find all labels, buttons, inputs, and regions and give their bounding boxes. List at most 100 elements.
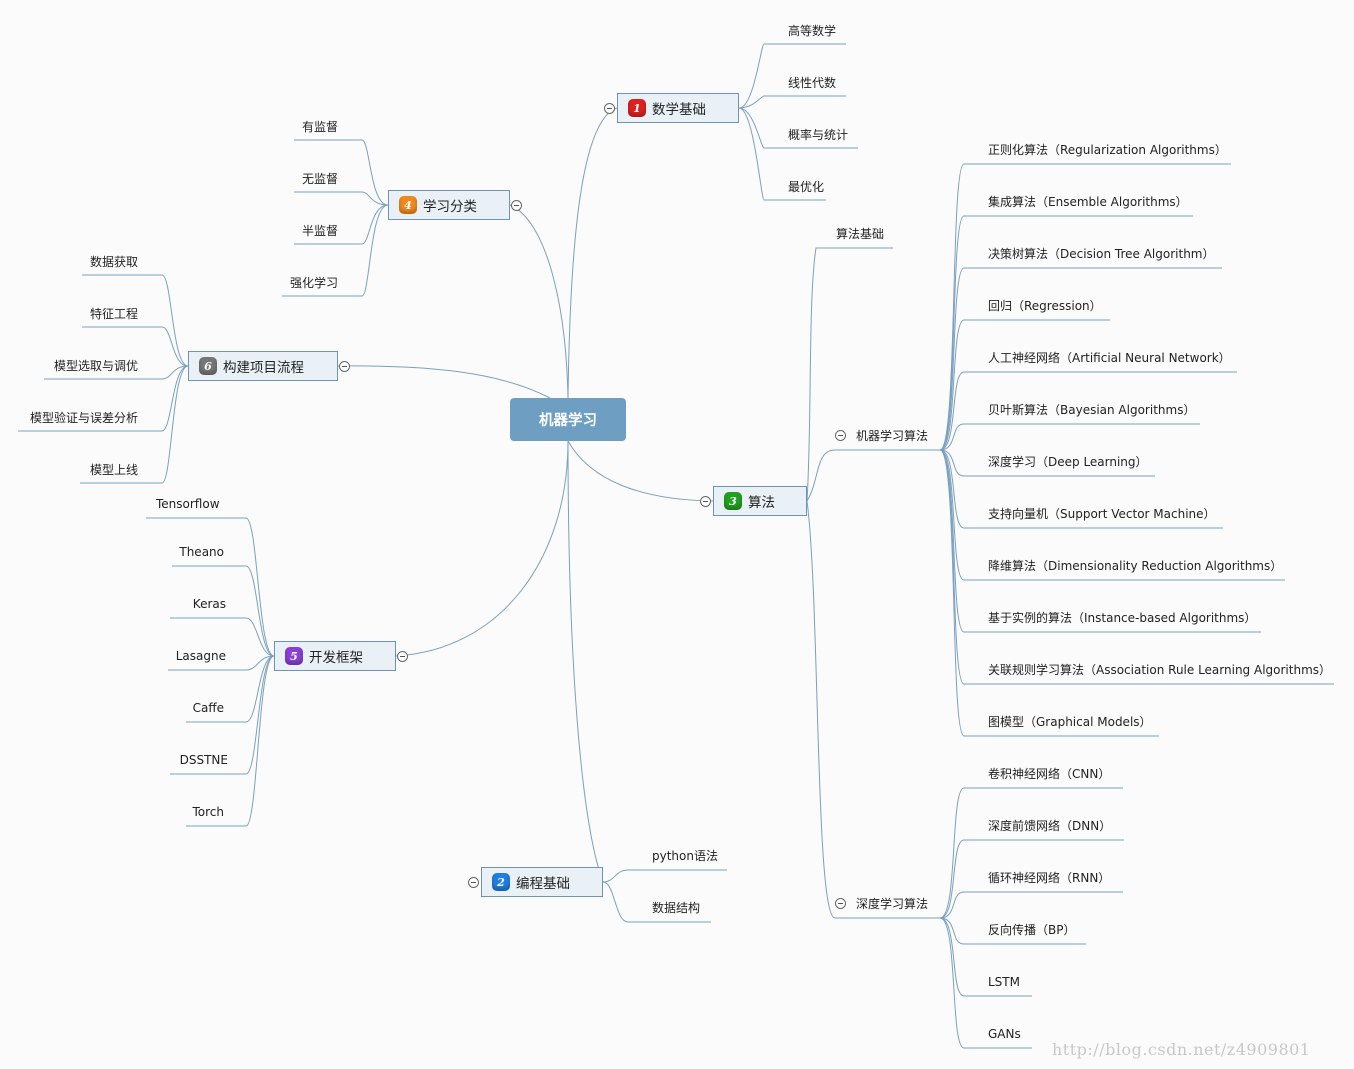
connector-root-programming [567,440,604,883]
number-3-icon: 3 [724,492,742,510]
connector-ml-9 [939,449,1261,633]
leaf-algo-basics[interactable]: 算法基础 [836,227,885,241]
number-2-icon: 2 [492,873,510,891]
topic-math[interactable]: 1 数学基础 [617,93,739,123]
leaf-pipeline-4[interactable]: 模型上线 [89,463,138,477]
connector-pipeline-1 [82,326,189,367]
collapse-dl-icon[interactable] [835,898,846,909]
leaf-math-3[interactable]: 最优化 [788,180,825,194]
topic-math-label: 数学基础 [652,102,706,118]
connector-math-1 [738,95,846,109]
connector-algo-ml [806,449,940,502]
collapse-math-icon[interactable] [604,103,615,114]
topic-frameworks[interactable]: 5 开发框架 [274,641,396,671]
leaf-ml-9[interactable]: 基于实例的算法（Instance-based Algorithms） [988,611,1257,625]
connector-root-pipeline [337,365,551,399]
leaf-frameworks-0[interactable]: Tensorflow [156,497,220,511]
leaf-ml-3[interactable]: 回归（Regression） [988,299,1102,313]
connector-dl-3 [939,917,1086,945]
leaf-programming-0[interactable]: python语法 [652,849,718,863]
connector-pipeline-3 [18,365,189,432]
connector-frameworks-4 [186,655,275,723]
connector-ml-6 [939,449,1155,477]
leaf-frameworks-1[interactable]: Theano [179,545,224,559]
leaf-frameworks-6[interactable]: Torch [192,805,224,819]
leaf-dl-3[interactable]: 反向传播（BP） [988,923,1076,937]
leaf-pipeline-0[interactable]: 数据获取 [89,255,138,269]
topic-pipeline-label: 构建项目流程 [223,360,304,376]
topic-algorithms[interactable]: 3 算法 [713,486,807,516]
leaf-programming-1[interactable]: 数据结构 [652,901,701,915]
connector-dl-0 [939,787,1123,919]
collapse-frameworks-icon[interactable] [397,651,408,662]
number-5-icon: 5 [285,647,303,665]
leaf-ml-10[interactable]: 关联规则学习算法（Association Rule Learning Algor… [988,663,1332,677]
connector-math-0 [738,43,846,109]
leaf-frameworks-4[interactable]: Caffe [192,701,224,715]
connector-dl-5 [939,917,1032,1049]
leaf-learning-2[interactable]: 半监督 [301,224,338,238]
connector-algo-dl [806,500,940,919]
connector-frameworks-0 [146,517,275,657]
connector-algo-basics [806,247,893,502]
collapse-programming-icon[interactable] [468,877,479,888]
connector-learning-0 [294,139,389,206]
connector-frameworks-5 [170,655,275,775]
connector-frameworks-6 [186,655,275,827]
leaf-learning-1[interactable]: 无监督 [301,172,338,186]
watermark: http://blog.csdn.net/z4909801 [1052,1040,1311,1059]
topic-learning-label: 学习分类 [423,199,477,215]
leaf-pipeline-1[interactable]: 特征工程 [89,307,138,321]
leaf-ml-8[interactable]: 降维算法（Dimensionality Reduction Algorithms… [988,559,1283,573]
leaf-pipeline-3[interactable]: 模型验证与误差分析 [29,411,138,425]
connector-learning-2 [294,204,389,245]
leaf-ml-2[interactable]: 决策树算法（Decision Tree Algorithm） [988,247,1215,261]
leaf-frameworks-2[interactable]: Keras [192,597,226,611]
leaf-math-0[interactable]: 高等数学 [788,24,837,38]
connector-dl-4 [939,917,1032,997]
connector-ml-7 [939,449,1223,529]
topic-algorithms-label: 算法 [748,495,775,511]
topic-pipeline[interactable]: 6 构建项目流程 [188,351,338,381]
connector-programming-1 [602,881,711,923]
connector-learning-3 [282,204,389,297]
connector-ml-1 [939,215,1193,451]
connector-math-2 [738,107,858,149]
leaf-frameworks-3[interactable]: Lasagne [175,649,226,663]
leaf-pipeline-2[interactable]: 模型选取与调优 [53,359,138,373]
leaf-ml-0[interactable]: 正则化算法（Regularization Algorithms） [988,143,1227,157]
leaf-ml-4[interactable]: 人工神经网络（Artificial Neural Network） [988,351,1231,365]
collapse-pipeline-icon[interactable] [339,361,350,372]
topic-learning[interactable]: 4 学习分类 [388,190,510,220]
leaf-learning-0[interactable]: 有监督 [301,120,338,134]
number-1-icon: 1 [628,99,646,117]
connector-math-3 [738,107,826,201]
collapse-ml-icon[interactable] [835,430,846,441]
leaf-ml-11[interactable]: 图模型（Graphical Models） [988,715,1152,729]
leaf-math-2[interactable]: 概率与统计 [788,128,849,142]
leaf-ml-1[interactable]: 集成算法（Ensemble Algorithms） [988,195,1188,209]
leaf-ml-7[interactable]: 支持向量机（Support Vector Machine） [988,507,1216,521]
leaf-dl-5[interactable]: GANs [988,1027,1021,1041]
connector-frameworks-1 [172,565,275,657]
leaf-frameworks-5[interactable]: DSSTNE [179,753,228,767]
leaf-dl-1[interactable]: 深度前馈网络（DNN） [988,819,1112,833]
leaf-dl-0[interactable]: 卷积神经网络（CNN） [988,767,1111,781]
connector-dl-1 [939,839,1124,919]
leaf-ml-5[interactable]: 贝叶斯算法（Bayesian Algorithms） [988,403,1196,417]
connector-root-algorithms [567,440,714,502]
subtopic-ml[interactable]: 机器学习算法 [856,429,929,443]
leaf-math-1[interactable]: 线性代数 [788,76,837,90]
root-topic[interactable]: 机器学习 [510,398,626,441]
leaf-dl-2[interactable]: 循环神经网络（RNN） [988,871,1111,885]
collapse-learning-icon[interactable] [511,200,522,211]
connector-ml-4 [939,371,1237,451]
collapse-algorithms-icon[interactable] [700,496,711,507]
leaf-learning-3[interactable]: 强化学习 [289,276,338,290]
leaf-dl-4[interactable]: LSTM [988,975,1020,989]
connector-learning-1 [294,191,389,206]
leaf-ml-6[interactable]: 深度学习（Deep Learning） [988,455,1148,469]
connector-ml-8 [939,449,1285,581]
subtopic-dl[interactable]: 深度学习算法 [856,897,929,911]
topic-programming[interactable]: 2 编程基础 [481,867,603,897]
